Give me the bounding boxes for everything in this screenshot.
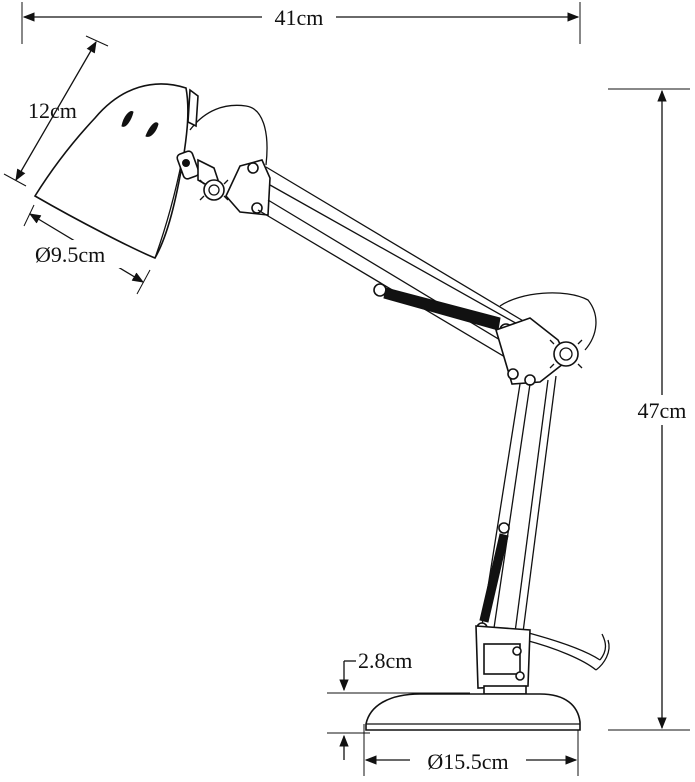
- base-height-label: 2.8cm: [358, 648, 412, 673]
- shade-length-dimension: 12cm: [3, 35, 109, 187]
- width-dimension: 41cm: [21, 2, 581, 44]
- elbow-cord: [499, 292, 597, 351]
- height-dimension: 47cm: [608, 88, 695, 731]
- head-joint: [197, 158, 271, 216]
- shade-diameter-dimension: Ø9.5cm: [23, 204, 151, 295]
- base-bracket: [475, 625, 531, 695]
- height-label: 47cm: [638, 398, 687, 423]
- elbow-joint: [495, 317, 583, 386]
- base-diameter-dimension: Ø15.5cm: [363, 724, 579, 776]
- base-diameter-label: Ø15.5cm: [427, 749, 508, 774]
- shade-diameter-label: Ø9.5cm: [35, 242, 105, 267]
- shade-length-label: 12cm: [28, 98, 77, 123]
- lower-arm: [476, 375, 557, 641]
- lamp-shade: [33, 83, 200, 260]
- upper-arm: [257, 166, 561, 361]
- width-label: 41cm: [275, 5, 324, 30]
- base-cord: [524, 631, 601, 661]
- lamp-base: [365, 693, 581, 731]
- upper-cord: [189, 104, 268, 166]
- desk-lamp-icon: [33, 83, 610, 731]
- base-height-dimension: 2.8cm: [327, 648, 470, 760]
